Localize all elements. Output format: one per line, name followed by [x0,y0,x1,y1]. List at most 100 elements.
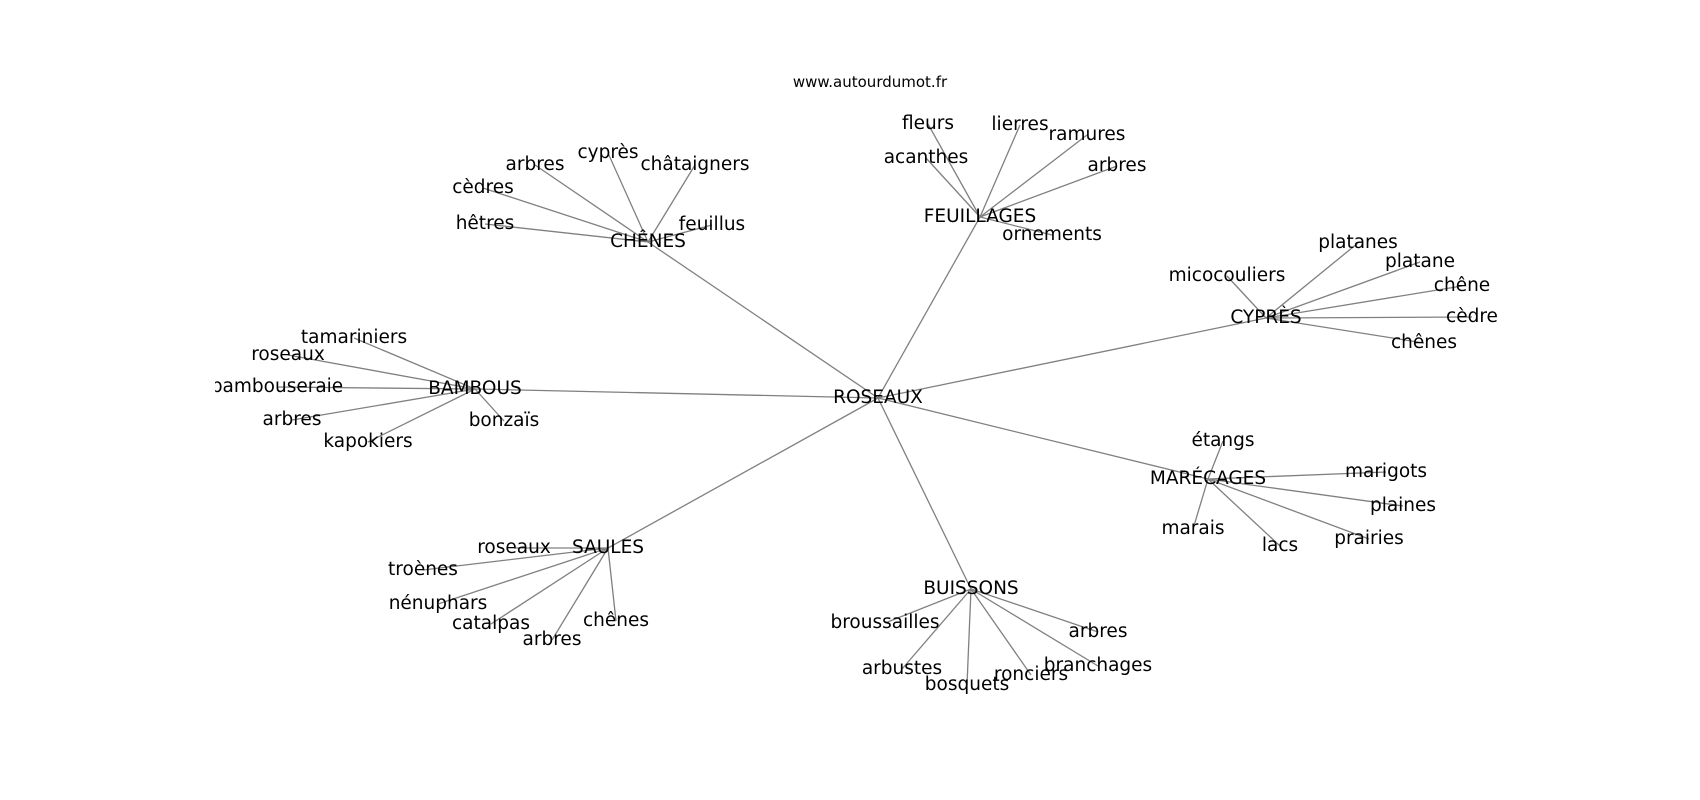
leaf-node: kapokiers [323,430,413,452]
leaf-node: châtaigners [640,153,750,175]
edge-chenes-leaf [607,152,649,243]
leaf-node: arbres [522,628,582,650]
leaf-node: marais [1161,517,1225,539]
edge-cypres-leaf [1265,242,1359,319]
edge-cypres-leaf [1265,285,1463,319]
hub-node-bambous: BAMBOUS [428,377,522,399]
edge-chenes-leaf [647,224,713,243]
leaf-node: ramures [1048,123,1126,145]
leaf-node: bosquets [924,673,1010,695]
leaf-node: platanes [1318,231,1398,253]
edge-root-cypres [877,317,1267,399]
leaf-node: chênes [1390,331,1458,353]
hub-node-buissons: BUISSONS [923,577,1019,599]
edge-cypres-leaf [1265,317,1425,344]
edge-feuillages-leaf [927,123,981,218]
edge-bambous-leaf [287,354,476,390]
edge-buissons-leaf [970,588,1099,667]
leaf-node: marigots [1344,460,1428,482]
leaf-node: arbres [1068,620,1128,642]
leaf-node: lacs [1261,534,1299,556]
edge-root-feuillages [877,216,981,399]
leaf-node: chênes [582,609,650,631]
edge-bambous-leaf [353,337,476,390]
leaf-node: chêne [1433,274,1491,296]
edge-marecages-leaf [1207,478,1404,507]
edge-bambous-leaf [367,388,476,443]
leaf-node: acanthes [883,146,969,168]
edge-feuillages-leaf [979,165,1118,218]
leaf-node: arbustes [861,657,943,679]
leaf-node: cèdre [1446,305,1498,327]
leaf-node: fleurs [901,112,955,134]
edge-saules-leaf [607,547,617,622]
edge-feuillages-leaf [925,157,981,218]
edge-marecages-leaf [1207,440,1224,480]
edge-cypres-leaf [1265,316,1473,319]
leaf-node: platane [1385,250,1455,272]
edge-feuillages-leaf [979,134,1088,218]
leaf-node: arbres [1087,154,1147,176]
leaf-node: arbres [505,153,565,175]
edge-saules-leaf [437,547,609,605]
leaf-node: ornements [1002,223,1102,245]
leaf-node: tamariniers [300,326,408,348]
edge-saules-leaf [490,547,609,625]
leaf-node: prairies [1334,527,1404,549]
leaf-node: nénuphars [388,592,488,614]
edge-chenes-leaf [484,223,649,243]
edge-bambous-leaf [291,388,476,421]
edge-buissons-leaf [884,588,972,624]
edge-bambous-leaf [276,386,476,390]
edge-root-marecages [877,397,1209,480]
edge-cypres-leaf [1226,275,1267,319]
edge-bambous-leaf [474,388,505,422]
edge-marecages-leaf [1192,478,1209,530]
edge-buissons-leaf [966,588,972,686]
hub-node-chenes: CHÊNES [610,230,686,252]
leaf-node: feuillus [678,213,746,235]
edge-chenes-leaf [482,187,649,243]
hub-node-saules: SAULES [571,536,645,558]
leaf-node: cyprès [577,141,639,163]
edge-feuillages-leaf [979,124,1021,218]
edge-root-saules [607,397,879,549]
edge-marecages-leaf [1207,478,1370,540]
hub-node-cypres: CYPRÈS [1230,306,1302,328]
leaf-node: roseaux [477,536,551,558]
edge-saules-leaf [551,547,609,641]
leaf-node: cèdres [452,176,514,198]
leaf-node: branchages [1043,654,1153,676]
leaf-node: catalpas [452,612,530,634]
edge-root-chenes [647,241,879,399]
leaf-node: plaines [1369,494,1437,516]
edge-marecages-leaf [1207,471,1387,480]
hub-node-marecages: MARÉCAGES [1149,467,1267,489]
edge-root-buissons [877,397,972,590]
root-node: ROSEAUX [833,386,923,408]
leaf-node: bambouseraie [215,375,344,397]
edge-root-bambous [474,388,879,399]
edge-cypres-leaf [1265,261,1421,319]
leaf-node: broussailles [830,611,940,633]
leaf-node: troènes [388,558,458,580]
leaf-node: ronciers [993,663,1069,685]
edge-buissons-leaf [970,588,1099,633]
leaf-node: hêtres [455,212,515,234]
leaf-node: bonzaïs [468,409,540,431]
edge-marecages-leaf [1207,478,1281,547]
hub-node-feuillages: FEUILLAGES [923,205,1037,227]
edge-buissons-leaf [970,588,1032,676]
source-text: www.autourdumot.fr [792,73,948,91]
edge-chenes-leaf [647,164,696,243]
edge-feuillages-leaf [979,216,1053,236]
leaf-node: étangs [1191,429,1255,451]
leaf-node: micocouliers [1168,264,1286,286]
leaf-node: roseaux [251,343,325,365]
leaf-node: arbres [262,408,322,430]
edge-chenes-leaf [534,164,649,243]
edge-saules-leaf [422,547,609,571]
edge-buissons-leaf [901,588,972,670]
